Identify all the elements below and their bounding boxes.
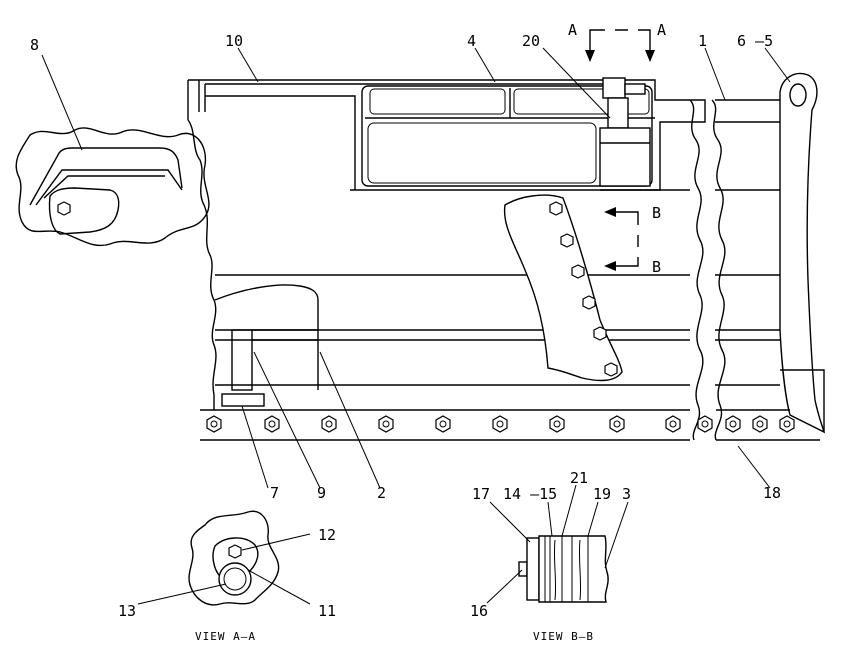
section-a-left-label: A bbox=[568, 21, 577, 39]
callout-1: 1 bbox=[698, 32, 707, 50]
callout-3: 3 bbox=[622, 485, 631, 503]
caption-view-b-b: VIEW B–B bbox=[533, 630, 594, 643]
callout-19: 19 bbox=[593, 485, 611, 503]
section-b-bottom-label: B bbox=[652, 258, 661, 276]
callout-13: 13 bbox=[118, 602, 136, 620]
callout-21: 21 bbox=[570, 469, 588, 487]
callout-11: 11 bbox=[318, 602, 336, 620]
section-marker-b: B B bbox=[604, 204, 661, 276]
callout-8: 8 bbox=[30, 36, 39, 54]
callout-7: 7 bbox=[270, 484, 279, 502]
caption-view-a-a: VIEW A–A bbox=[195, 630, 256, 643]
callout-12: 12 bbox=[318, 526, 336, 544]
section-b-top-label: B bbox=[652, 204, 661, 222]
section-a-right-label: A bbox=[657, 21, 666, 39]
blade-assembly bbox=[187, 72, 826, 441]
callout-10: 10 bbox=[225, 32, 243, 50]
detail-inset-8 bbox=[15, 127, 210, 247]
leader-lines bbox=[41, 47, 791, 605]
bracket-bolt-holes bbox=[549, 201, 618, 377]
view-a-a bbox=[188, 510, 280, 606]
callout-16: 16 bbox=[470, 602, 488, 620]
callout-6-5: 6 –5 bbox=[737, 32, 773, 50]
callout-17: 17 bbox=[472, 485, 490, 503]
section-marker-a: A A bbox=[568, 21, 666, 62]
callout-18: 18 bbox=[763, 484, 781, 502]
callout-14-15: 14 –15 bbox=[503, 485, 557, 503]
view-b-b bbox=[518, 535, 609, 603]
callout-2: 2 bbox=[377, 484, 386, 502]
cutting-edge-bolts bbox=[206, 415, 795, 433]
callout-4: 4 bbox=[467, 32, 476, 50]
callout-labels: 8 10 4 20 1 6 –5 7 9 2 18 17 14 –15 21 1… bbox=[30, 32, 781, 620]
callout-20: 20 bbox=[522, 32, 540, 50]
callout-9: 9 bbox=[317, 484, 326, 502]
